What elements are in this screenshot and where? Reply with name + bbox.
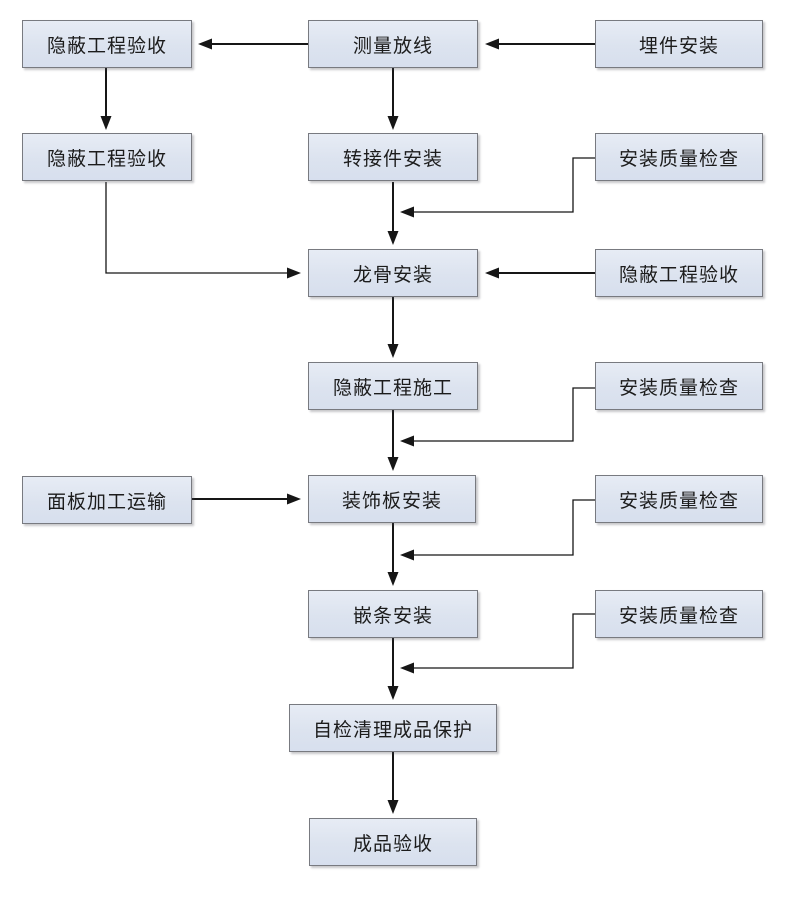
node-quality-check-2: 安装质量检查 [595,362,763,410]
node-adapter-install: 转接件安装 [308,133,478,181]
connector-qc2-head [400,435,414,447]
connector-qc4-head [400,662,414,674]
node-survey-layout: 测量放线 [308,20,478,68]
connector-concealed2-head [287,267,301,279]
connector-concealed2-elbow [105,182,288,274]
node-concealed-acceptance-1: 隐蔽工程验收 [22,20,192,68]
connector-qc1-head [400,206,414,218]
node-keel-install: 龙骨安装 [308,249,478,297]
arrow-panel-to-deco-head [287,493,301,505]
node-concealed-construction: 隐蔽工程施工 [308,362,478,410]
connector-qc3-elbow [413,499,595,556]
node-inlay-strip-install: 嵌条安装 [308,590,478,638]
arrow-construction-down-head [387,457,399,471]
arrow-concealed1-down-head [100,116,112,130]
arrow-concealed3-to-keel-head [485,267,499,279]
node-decorative-panel-install: 装饰板安装 [308,475,476,523]
arrow-embed-to-survey-head [485,38,499,50]
arrow-strip-down-head [387,686,399,700]
node-panel-processing-transport: 面板加工运输 [22,476,192,524]
node-final-acceptance: 成品验收 [309,818,477,866]
node-quality-check-1: 安装质量检查 [595,133,763,181]
node-concealed-acceptance-3: 隐蔽工程验收 [595,249,763,297]
arrow-selfcheck-down-head [387,800,399,814]
connector-qc2-elbow [413,387,595,442]
connector-qc4-elbow [413,613,595,669]
connector-qc1-elbow [413,157,595,213]
node-quality-check-4: 安装质量检查 [595,590,763,638]
connector-qc3-head [400,549,414,561]
arrow-survey-down-head [387,116,399,130]
node-self-check-clean-protect: 自检清理成品保护 [289,704,497,752]
node-embed-install: 埋件安装 [595,20,763,68]
arrow-survey-to-concealed1-head [198,38,212,50]
node-quality-check-3: 安装质量检查 [595,475,763,523]
arrow-keel-down-head [387,344,399,358]
arrow-adapter-down-head [387,231,399,245]
node-concealed-acceptance-2: 隐蔽工程验收 [22,133,192,181]
arrow-deco-down-head [387,572,399,586]
